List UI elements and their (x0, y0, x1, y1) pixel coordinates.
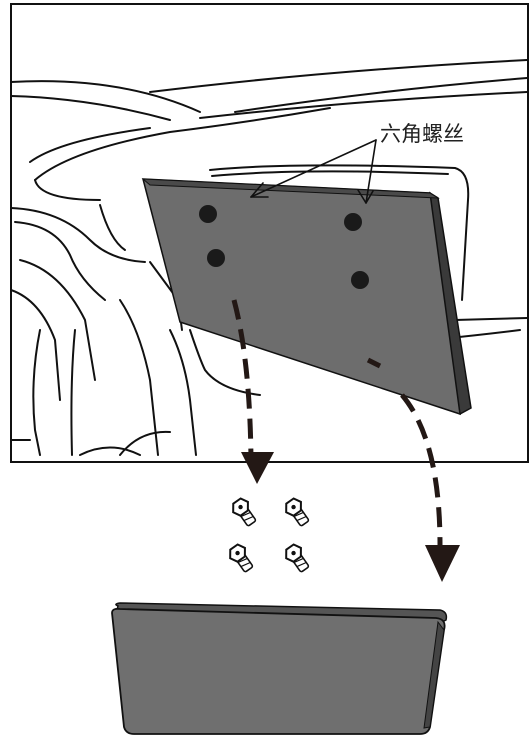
screw-hole (207, 249, 225, 267)
panel-frame (10, 3, 529, 463)
base-module-face (111, 607, 446, 735)
base-module (111, 602, 448, 735)
arrow-down-icon (241, 452, 274, 484)
car-interior-panel: 六角螺丝 (10, 3, 529, 463)
dashed-arrow-right-lower (400, 393, 443, 546)
dashed-arrows (231, 299, 443, 546)
callout: 六角螺丝 (250, 122, 464, 204)
hex-screw-icon (229, 543, 254, 573)
hex-screw-icon (232, 497, 257, 527)
mounting-plate (141, 178, 472, 416)
mounting-plate-face (142, 178, 461, 416)
screw-hole (199, 205, 217, 223)
callout-pointers (250, 139, 377, 204)
dashed-arrow-right (366, 357, 382, 369)
callout-label: 六角螺丝 (380, 122, 464, 146)
arrow-down-icon (425, 545, 460, 582)
screw-set (229, 497, 310, 573)
dashed-arrow-left (231, 299, 254, 461)
hex-screw-icon (285, 543, 310, 573)
base-module-side (423, 620, 445, 729)
screw-hole (351, 271, 369, 289)
hex-screw-icon (285, 497, 310, 527)
mounting-plate-top-rim (141, 178, 440, 199)
screw-hole (344, 213, 362, 231)
